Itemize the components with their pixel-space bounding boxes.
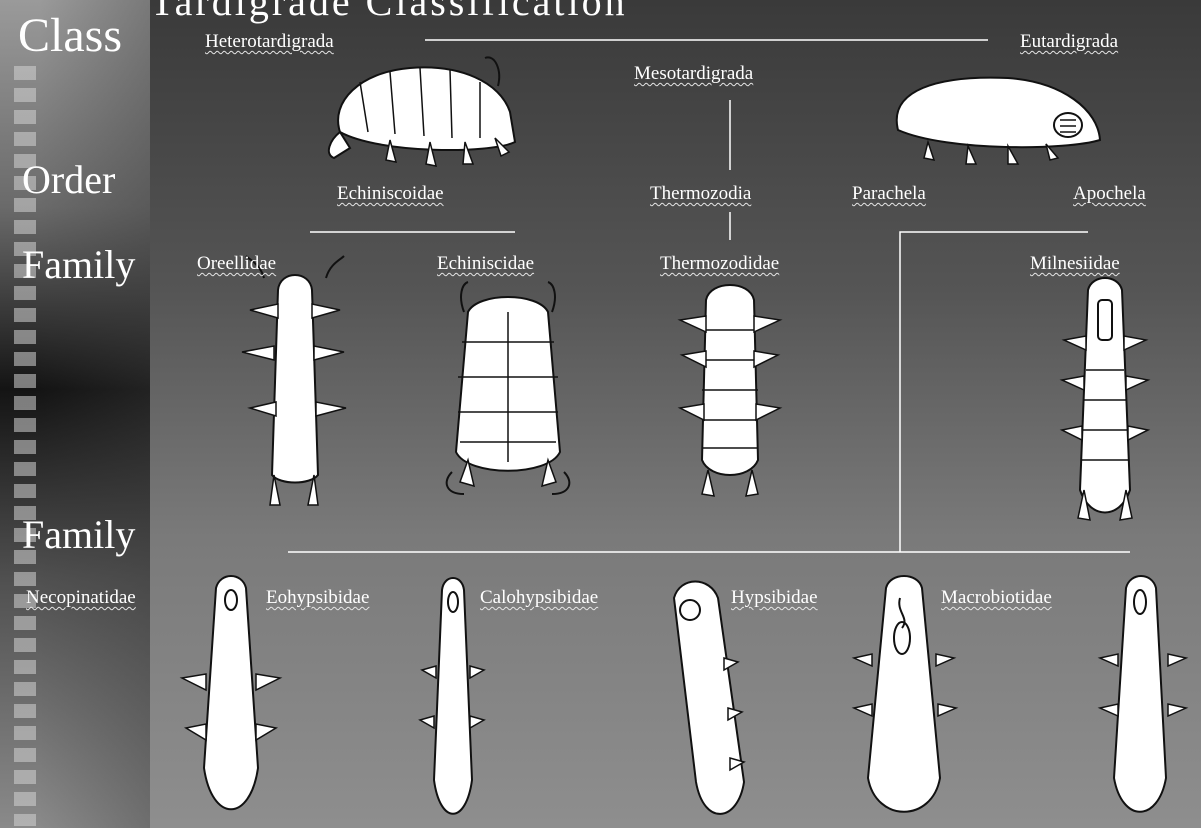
class-eutardigrada: Eutardigrada — [1020, 32, 1118, 51]
family-calohypsibidae: Calohypsibidae — [480, 588, 598, 607]
family-macrobiotidae: Macrobiotidae — [941, 588, 1052, 607]
order-apochela: Apochela — [1073, 184, 1146, 203]
calohypsibidae-illustration — [674, 582, 744, 814]
parachela-connector-line — [900, 232, 1088, 552]
rank-family-1: Family — [22, 245, 135, 285]
family-milnesiidae: Milnesiidae — [1030, 254, 1120, 273]
class-heterotardigrada: Heterotardigrada — [205, 32, 334, 51]
heterotardigrada-illustration — [329, 57, 515, 166]
oreellidae-illustration — [242, 256, 346, 505]
rank-family-2: Family — [22, 515, 135, 555]
macrobiotidae-illustration — [1100, 576, 1186, 812]
order-parachela: Parachela — [852, 184, 926, 203]
class-mesotardigrada: Mesotardigrada — [634, 64, 753, 83]
necopinatidae-illustration — [182, 576, 280, 809]
family-necopinatidae: Necopinatidae — [26, 588, 136, 607]
family-eohypsibidae: Eohypsibidae — [266, 588, 369, 607]
echiniscidae-illustration — [447, 282, 570, 494]
eutardigrada-illustration — [897, 78, 1100, 164]
thermozodidae-illustration — [680, 285, 780, 496]
family-oreellidae: Oreellidae — [197, 254, 276, 273]
order-thermozodia: Thermozodia — [650, 184, 751, 203]
family-hypsibidae: Hypsibidae — [731, 588, 818, 607]
hypsibidae-illustration — [854, 576, 956, 812]
order-echiniscoidae: Echiniscoidae — [337, 184, 444, 203]
eohypsibidae-illustration — [420, 578, 484, 814]
family-echiniscidae: Echiniscidae — [437, 254, 534, 273]
rank-order: Order — [22, 160, 115, 200]
rank-class: Class — [18, 12, 122, 60]
milnesiidae-illustration — [1062, 278, 1148, 520]
family-thermozodidae: Thermozodidae — [660, 254, 779, 273]
